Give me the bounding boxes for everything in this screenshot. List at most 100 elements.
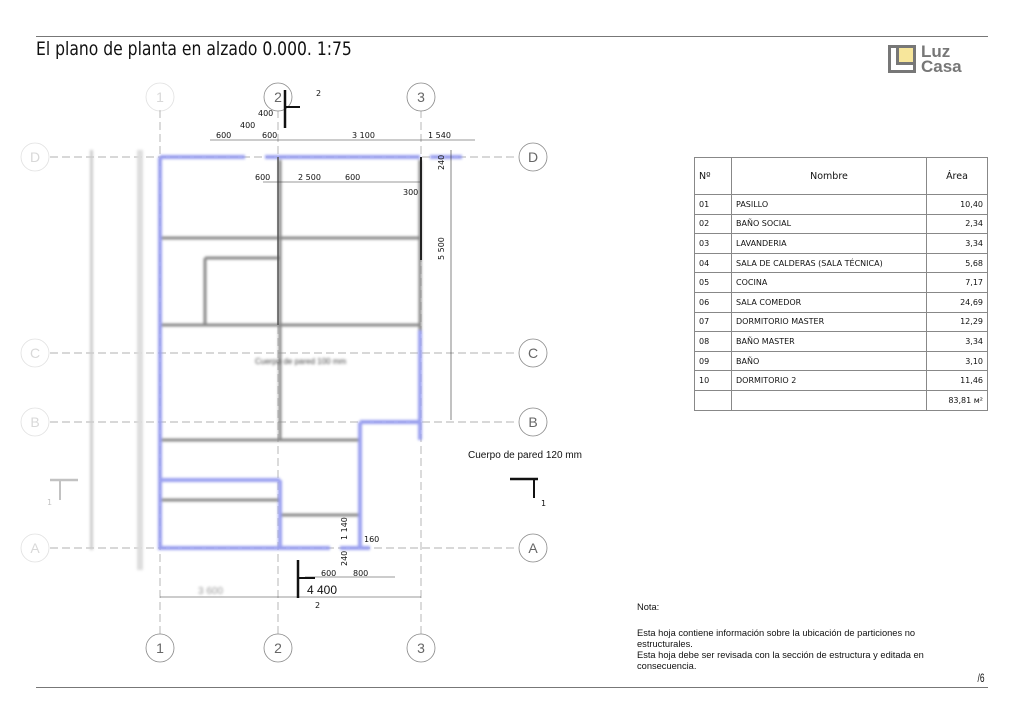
svg-text:160: 160 (364, 535, 379, 544)
plan-walls (90, 150, 462, 570)
room-number: 03 (694, 233, 732, 254)
room-name: DORMITORIO 2 (731, 370, 927, 391)
logo-line2: Casa (921, 57, 962, 76)
svg-text:2: 2 (274, 89, 282, 105)
room-name: BAÑO (731, 350, 927, 372)
table-header-row: Nº Nombre Área (694, 157, 988, 195)
logo-line1: Luz (921, 42, 951, 61)
room-area: 3,34 (926, 233, 988, 254)
grid-lines (50, 110, 518, 636)
wall-120-annotation: Cuerpo de pared 120 mm (468, 450, 582, 461)
svg-text:1: 1 (47, 498, 52, 507)
dimensions: 600 400 400 600 3 100 1 540 600 2 500 60… (160, 109, 475, 598)
section-mark-bottom: 2 (296, 560, 320, 610)
room-number: 05 (694, 272, 732, 293)
room-name: SALA DE CALDERAS (SALA TÉCNICA) (731, 252, 927, 274)
total-area: 83,81 м² (926, 389, 988, 411)
room-name: SALA COMEDOR (731, 291, 927, 313)
svg-text:D: D (528, 149, 538, 165)
svg-text:3 100: 3 100 (352, 131, 375, 140)
room-area: 11,46 (926, 370, 988, 391)
svg-text:1: 1 (156, 89, 164, 105)
room-area: 12,29 (926, 311, 988, 333)
room-name: PASILLO (731, 194, 927, 215)
header-name: Nombre (731, 157, 927, 195)
svg-text:B: B (528, 414, 537, 430)
room-name: DORMITORIO MASTER (731, 311, 927, 333)
svg-text:4 400: 4 400 (307, 583, 337, 597)
grid-bubble-D-right: D (518, 142, 548, 172)
section-mark-top: 2 (283, 89, 321, 128)
grid-bubble-2-bottom: 2 (263, 633, 293, 663)
logo-mark-icon (888, 45, 916, 73)
section-mark-left: 1 (47, 478, 78, 507)
room-area: 10,40 (926, 194, 988, 215)
room-name: BAÑO MASTER (731, 331, 927, 352)
grid-bubble-A-right: A (518, 533, 548, 563)
svg-text:1 140: 1 140 (340, 517, 349, 540)
page-number: /6 (977, 671, 985, 685)
svg-text:300: 300 (403, 188, 418, 197)
svg-text:2: 2 (316, 89, 321, 98)
header-number: Nº (694, 157, 732, 195)
grid-bubble-1-top: 1 (145, 82, 175, 112)
room-area: 5,68 (926, 252, 988, 274)
svg-text:5 500: 5 500 (437, 237, 446, 260)
grid-bubble-C-right: C (518, 338, 548, 368)
section-mark-right: 1 (510, 477, 546, 508)
room-area: 7,17 (926, 272, 988, 293)
room-area: 24,69 (926, 291, 988, 313)
svg-text:400: 400 (240, 121, 255, 130)
table-total-row: 83,81 м² (694, 389, 988, 411)
svg-text:3: 3 (417, 89, 425, 105)
room-number: 07 (694, 311, 732, 333)
svg-text:3 600: 3 600 (198, 586, 223, 597)
notes-label: Nota: (637, 602, 660, 612)
room-name: BAÑO SOCIAL (731, 213, 927, 235)
svg-text:2: 2 (274, 640, 282, 656)
room-number: 01 (694, 194, 732, 215)
room-area: 2,34 (926, 213, 988, 235)
top-rule (36, 36, 988, 37)
room-number: 06 (694, 291, 732, 313)
room-number: 09 (694, 350, 732, 372)
notes-line-2: Esta hoja debe ser revisada con la secci… (637, 650, 924, 671)
svg-text:1 540: 1 540 (428, 131, 451, 140)
svg-text:1: 1 (541, 499, 546, 508)
room-number: 10 (694, 370, 732, 391)
svg-text:A: A (30, 540, 40, 556)
room-name: LAVANDERIA (731, 233, 927, 254)
wall-100-annotation: Cuerpo de pared 100 mm (255, 357, 347, 366)
svg-text:600: 600 (321, 569, 336, 578)
notes-block: Nota: Esta hoja contiene información sob… (637, 602, 967, 672)
grid-bubble-3-bottom: 3 (406, 633, 436, 663)
room-number: 04 (694, 252, 732, 274)
page-title: El plano de planta en alzado 0.000. 1:75 (36, 38, 352, 60)
room-area: 3,10 (926, 350, 988, 372)
room-area: 3,34 (926, 331, 988, 352)
header-area: Área (926, 157, 988, 195)
svg-text:B: B (30, 414, 39, 430)
svg-text:240: 240 (437, 155, 446, 170)
svg-text:D: D (30, 149, 40, 165)
svg-text:800: 800 (353, 569, 368, 578)
svg-text:240: 240 (340, 551, 349, 566)
svg-text:3: 3 (417, 640, 425, 656)
room-name: COCINA (731, 272, 927, 293)
notes-line-1: Esta hoja contiene información sobre la … (637, 628, 916, 649)
svg-text:C: C (30, 345, 40, 361)
svg-text:600: 600 (255, 173, 270, 182)
grid-bubbles-left: D C B A (20, 142, 50, 563)
floor-plan: 1 2 3 1 2 3 D C B A D C B A 600 400 400 … (20, 82, 582, 663)
